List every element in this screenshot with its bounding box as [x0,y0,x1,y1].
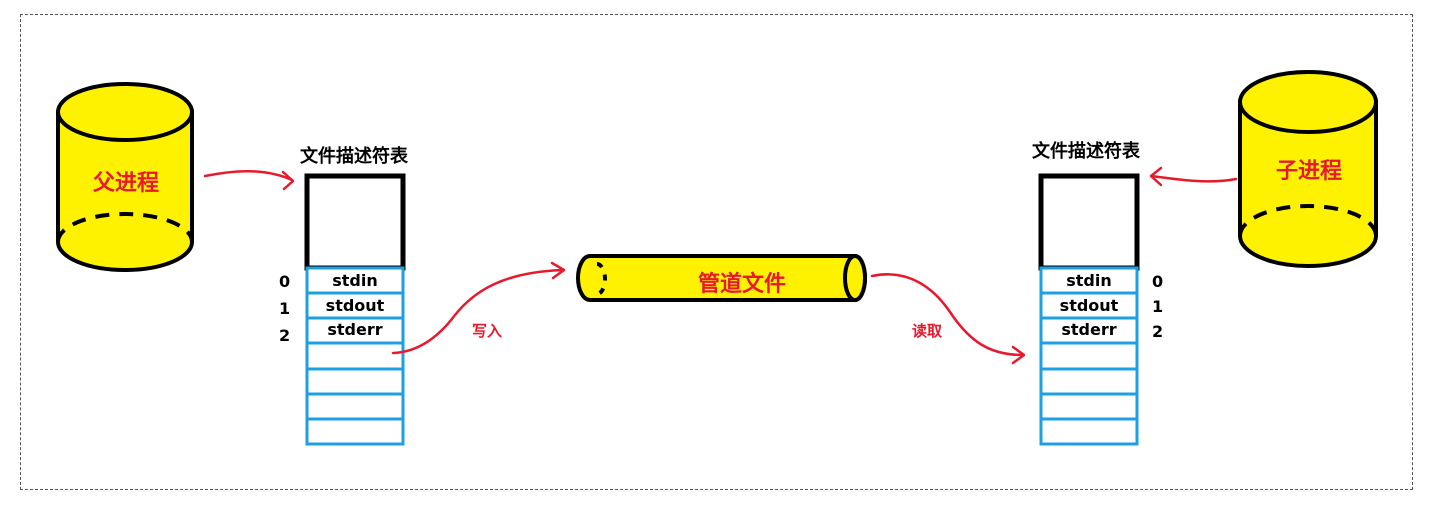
right-fd-entry-stderr: stderr [1061,320,1117,339]
right-fd-entry-stdout: stdout [1059,296,1119,315]
left-fd-table [304,173,406,446]
read-arrow [870,273,1026,365]
left-table-title: 文件描述符表 [300,146,408,167]
right-fd-index-0: 0 [1152,272,1164,291]
pipe-file-label: 管道文件 [698,272,787,297]
parent-process-cylinder [56,82,194,272]
right-fd-table [1038,173,1140,446]
right-fd-index-1: 1 [1152,297,1164,316]
left-fd-index-1: 1 [279,299,291,318]
left-fd-entry-stderr: stderr [327,320,383,339]
parent-process-label: 父进程 [93,171,160,196]
right-fd-index-2: 2 [1152,322,1164,341]
write-label: 写入 [472,322,503,340]
read-label: 读取 [912,322,943,340]
left-fd-index-0: 0 [279,272,291,291]
write-arrow [391,261,566,355]
left-fd-entry-stdin: stdin [332,271,378,290]
child-process-label: 子进程 [1276,159,1343,184]
diagram-frame [20,14,1413,490]
right-table-title: 文件描述符表 [1032,141,1140,162]
parent-to-table-arrow [203,170,295,191]
left-fd-entry-stdout: stdout [325,296,385,315]
pipe-file-tube [576,254,867,302]
right-fd-entry-stdin: stdin [1066,271,1112,290]
child-process-cylinder [1238,70,1378,268]
child-to-table-arrow [1149,166,1238,187]
left-fd-index-2: 2 [279,326,291,345]
